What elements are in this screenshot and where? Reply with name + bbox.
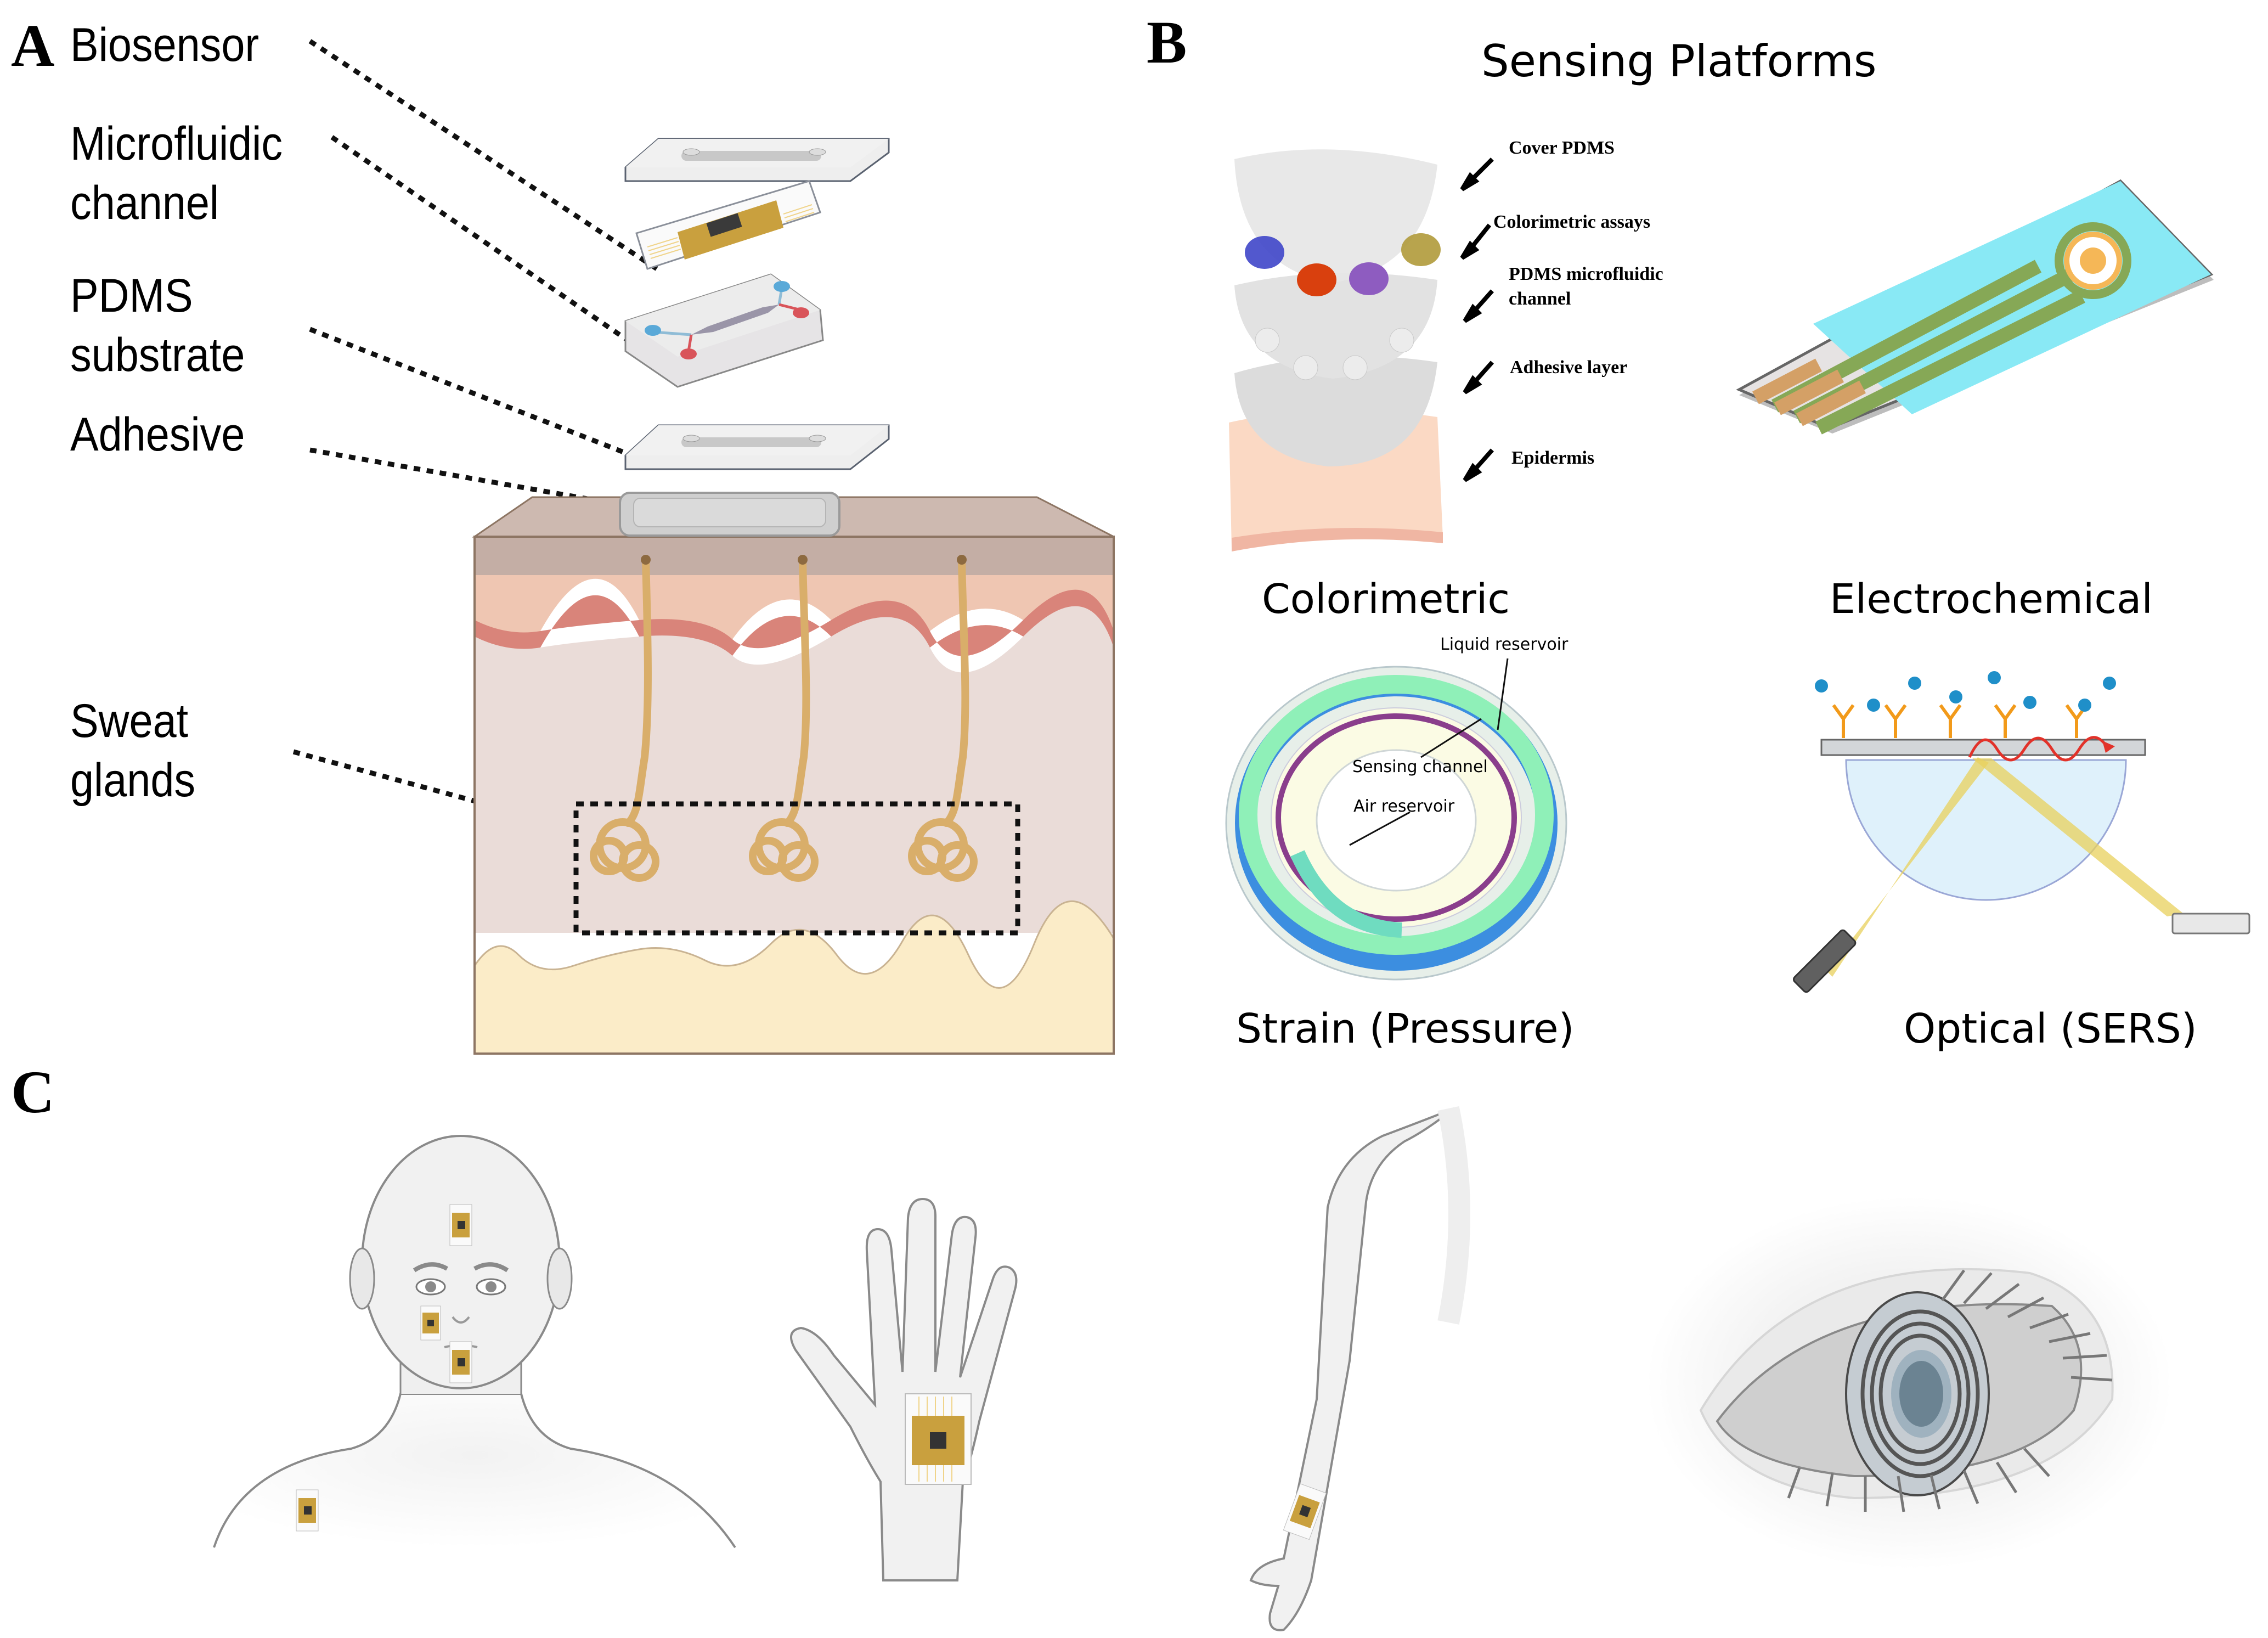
label-channel: channel — [1509, 289, 1571, 309]
liquid-reservoir-ring — [1239, 675, 1554, 955]
leader-sweat-glands — [292, 749, 577, 831]
plasmon-wave — [1968, 736, 2108, 762]
laser-source — [1792, 929, 1857, 993]
inlet-red-icon — [793, 307, 809, 318]
label-microfluidic-channel: Microfluidic channel — [70, 114, 283, 233]
analyte-molecules — [1815, 671, 2116, 712]
label-air-reservoir: Air reservoir — [1353, 797, 1455, 816]
sensing-channel — [1276, 713, 1517, 922]
fat-layer — [475, 901, 1114, 1054]
label-cover-pdms: Cover PDMS — [1509, 138, 1615, 158]
microfluidic-layer — [624, 273, 824, 388]
caption-electrochemical: Electrochemical — [1830, 576, 2153, 623]
shoulders — [213, 1393, 736, 1549]
lens-sensor-rings — [1860, 1309, 1980, 1478]
sweat-gland-3 — [908, 556, 978, 882]
sensor-substrate — [1820, 739, 2146, 756]
arm — [1249, 1107, 1455, 1631]
pupil — [1899, 1361, 1943, 1427]
colorimetric-arrows — [1460, 157, 1494, 482]
electrochemical-strip — [1736, 179, 2214, 435]
microfluidic-disc — [1234, 273, 1437, 379]
epidermis-layer — [475, 575, 1114, 678]
caption-strain: Strain (Pressure) — [1236, 1005, 1575, 1052]
antibodies — [1832, 704, 2088, 738]
incident-beam — [1827, 757, 1989, 977]
counter-electrode-ring — [2055, 222, 2131, 299]
biosensor-patch-cheek — [420, 1305, 441, 1341]
biosensor-chip — [635, 180, 821, 270]
adhesive-layer — [624, 424, 890, 470]
assay-spot-gold — [1401, 233, 1441, 266]
hand-illustration — [790, 1197, 1018, 1581]
label-biosensor: Biosensor — [70, 19, 259, 71]
arm-illustration — [1249, 1106, 1470, 1631]
assay-spot-blue — [1245, 236, 1284, 269]
basal-layer — [475, 589, 1114, 695]
label-pdms-line1: PDMS — [70, 269, 193, 322]
inlet-blue-icon — [774, 281, 790, 292]
panel-letter-c: C — [11, 1059, 55, 1125]
biosensor-patch-hand — [905, 1393, 972, 1485]
device-stack — [624, 138, 890, 470]
label-microfluidic-line1: Microfluidic — [70, 117, 283, 170]
hand — [790, 1197, 1018, 1581]
label-sweat-line1: Sweat — [70, 695, 189, 747]
air-reservoir — [1290, 850, 1402, 938]
biosensor-patch-forehead — [449, 1204, 472, 1246]
colorimetric-device — [1229, 149, 1443, 551]
label-pdms-substrate: PDMS substrate — [70, 266, 245, 385]
panel-letter-b: B — [1147, 9, 1187, 76]
assay-spot-purple — [1349, 262, 1389, 295]
label-liquid-reservoir: Liquid reservoir — [1440, 635, 1569, 654]
eye-contact-lens-illustration — [1646, 1196, 2173, 1569]
label-sweat-line2: glands — [70, 754, 196, 807]
label-sensing-channel: Sensing channel — [1352, 757, 1488, 776]
panel-letter-a: A — [11, 12, 55, 79]
head-and-neck-illustration — [213, 1135, 736, 1549]
label-sweat-glands: Sweat glands — [70, 691, 195, 810]
strain-sensor — [1225, 666, 1567, 981]
label-adhesive: Adhesive — [70, 408, 245, 461]
stratum-corneum — [475, 537, 1114, 575]
leader-pdms — [309, 327, 654, 466]
prism — [1845, 759, 2127, 901]
skin-cross-section — [472, 492, 1115, 1055]
inlet-blue-icon — [645, 325, 661, 336]
label-epidermis: Epidermis — [1511, 448, 1595, 468]
working-electrode — [2080, 247, 2106, 274]
dermis-layer — [475, 606, 1114, 933]
sweat-gland-highlight-box — [573, 801, 1020, 936]
leader-biosensor — [308, 39, 663, 274]
reflected-beam — [1972, 758, 2184, 916]
label-microfluidic-line2: channel — [70, 177, 219, 229]
cover-layer — [624, 138, 890, 182]
cover-disc — [1234, 149, 1437, 283]
label-pdms-line2: substrate — [70, 329, 245, 381]
adhesive-disc — [1234, 356, 1437, 466]
biosensor-patch-neck — [449, 1341, 472, 1383]
assay-spot-red — [1297, 263, 1336, 296]
caption-optical: Optical (SERS) — [1904, 1005, 2197, 1052]
biosensor-patch-wrist — [1283, 1483, 1327, 1540]
sensing-platforms-title: Sensing Platforms — [1481, 36, 1877, 87]
detector — [2171, 913, 2250, 935]
caption-colorimetric: Colorimetric — [1262, 576, 1510, 623]
label-pdms-microfluidic: PDMS microfluidic — [1509, 264, 1663, 284]
label-colorimetric-assays: Colorimetric assays — [1493, 212, 1651, 232]
biosensor-patch-shoulder — [296, 1489, 319, 1532]
label-adhesive-layer: Adhesive layer — [1510, 357, 1628, 378]
eyelashes — [1787, 1269, 2113, 1512]
inlet-red-icon — [680, 348, 697, 359]
optical-sers-diagram — [1792, 671, 2250, 993]
